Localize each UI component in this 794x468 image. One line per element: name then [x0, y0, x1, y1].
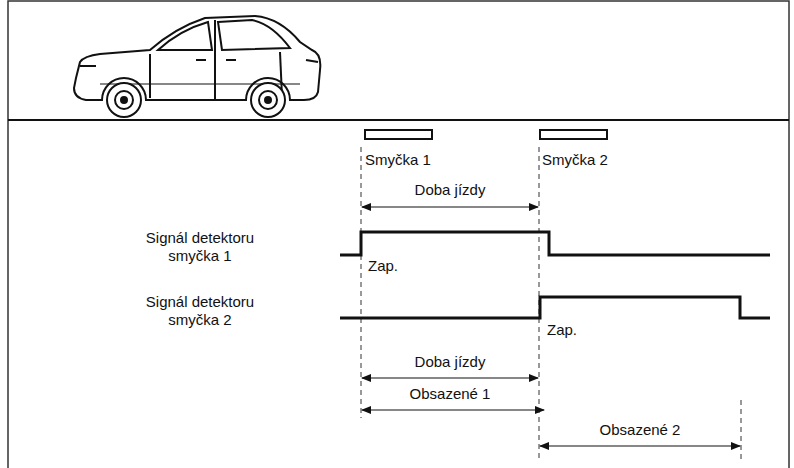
signal-trace — [340, 297, 770, 318]
signal-name: Signál detektoru smyčka 1 — [123, 229, 277, 265]
signal-name: Signál detektoru smyčka 2 — [123, 293, 277, 329]
dimension-label: Obsazené 2 — [598, 421, 683, 439]
road-line — [8, 119, 789, 121]
loop-symbol — [540, 130, 607, 139]
car-illustration — [74, 16, 320, 117]
loop-label: Smyčka 2 — [540, 151, 610, 169]
loop-symbol — [365, 130, 432, 139]
state-label: Zap. — [545, 321, 579, 339]
dimension-label: Doba jízdy — [413, 353, 488, 371]
dimension-arrows — [362, 207, 740, 446]
loop-label: Smyčka 1 — [363, 151, 433, 169]
dimension-label: Obsazené 1 — [408, 385, 493, 403]
signal-trace — [340, 232, 770, 255]
guide-lines — [361, 147, 741, 462]
dimension-label: Doba jízdy — [413, 181, 488, 199]
state-label: Zap. — [366, 257, 400, 275]
frame — [8, 1, 789, 468]
